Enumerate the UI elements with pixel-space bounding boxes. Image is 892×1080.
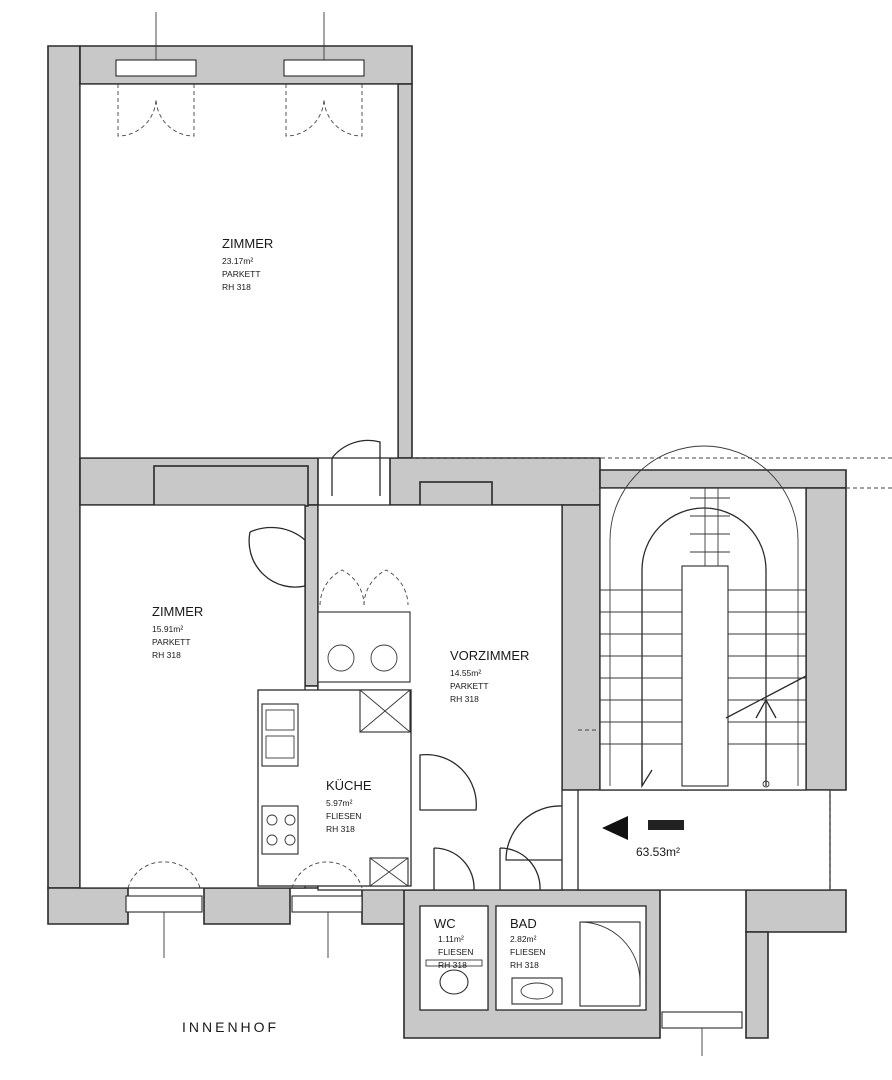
svg-text:15.91m²: 15.91m² [152,624,183,634]
svg-text:VORZIMMER: VORZIMMER [450,648,529,663]
svg-text:1.11m²: 1.11m² [438,934,464,944]
svg-text:FLIESEN: FLIESEN [510,947,545,957]
room-label-bad: BAD 2.82m² FLIESEN RH 318 [510,916,545,970]
room-label-wc: WC 1.11m² FLIESEN RH 318 [434,916,473,970]
svg-text:FLIESEN: FLIESEN [326,811,361,821]
svg-text:FLIESEN: FLIESEN [438,947,473,957]
svg-text:PARKETT: PARKETT [152,637,191,647]
staircase [600,445,807,789]
entrance-arrow-icon [602,816,628,840]
room-outlines [79,83,831,1011]
room-label-zimmer-1: ZIMMER 23.17m² PARKETT RH 318 [222,236,273,292]
bath-fixtures [425,921,641,1007]
svg-text:ZIMMER: ZIMMER [222,236,273,251]
windows [115,12,743,1056]
svg-text:BAD: BAD [510,916,537,931]
doors [248,439,563,891]
svg-text:RH 318: RH 318 [222,282,251,292]
total-area: 63.53m² [636,845,680,859]
svg-text:RH 318: RH 318 [326,824,355,834]
svg-text:2.82m²: 2.82m² [510,934,537,944]
svg-text:PARKETT: PARKETT [222,269,261,279]
building-outline [412,457,892,890]
unit-number-mark [648,820,684,830]
svg-text:RH 318: RH 318 [510,960,539,970]
svg-text:ZIMMER: ZIMMER [152,604,203,619]
svg-text:14.55m²: 14.55m² [450,668,481,678]
room-label-kueche: KÜCHE 5.97m² FLIESEN RH 318 [326,778,372,834]
svg-text:PARKETT: PARKETT [450,681,489,691]
kitchen-fixtures [261,611,411,887]
svg-text:23.17m²: 23.17m² [222,256,253,266]
svg-text:RH 318: RH 318 [152,650,181,660]
room-label-vorzimmer: VORZIMMER 14.55m² PARKETT RH 318 [450,648,529,704]
svg-text:RH 318: RH 318 [438,960,467,970]
svg-text:5.97m²: 5.97m² [326,798,353,808]
svg-text:WC: WC [434,916,456,931]
svg-text:RH 318: RH 318 [450,694,479,704]
courtyard-label: INNENHOF [182,1019,279,1035]
svg-text:KÜCHE: KÜCHE [326,778,372,793]
room-label-zimmer-2: ZIMMER 15.91m² PARKETT RH 318 [152,604,203,660]
